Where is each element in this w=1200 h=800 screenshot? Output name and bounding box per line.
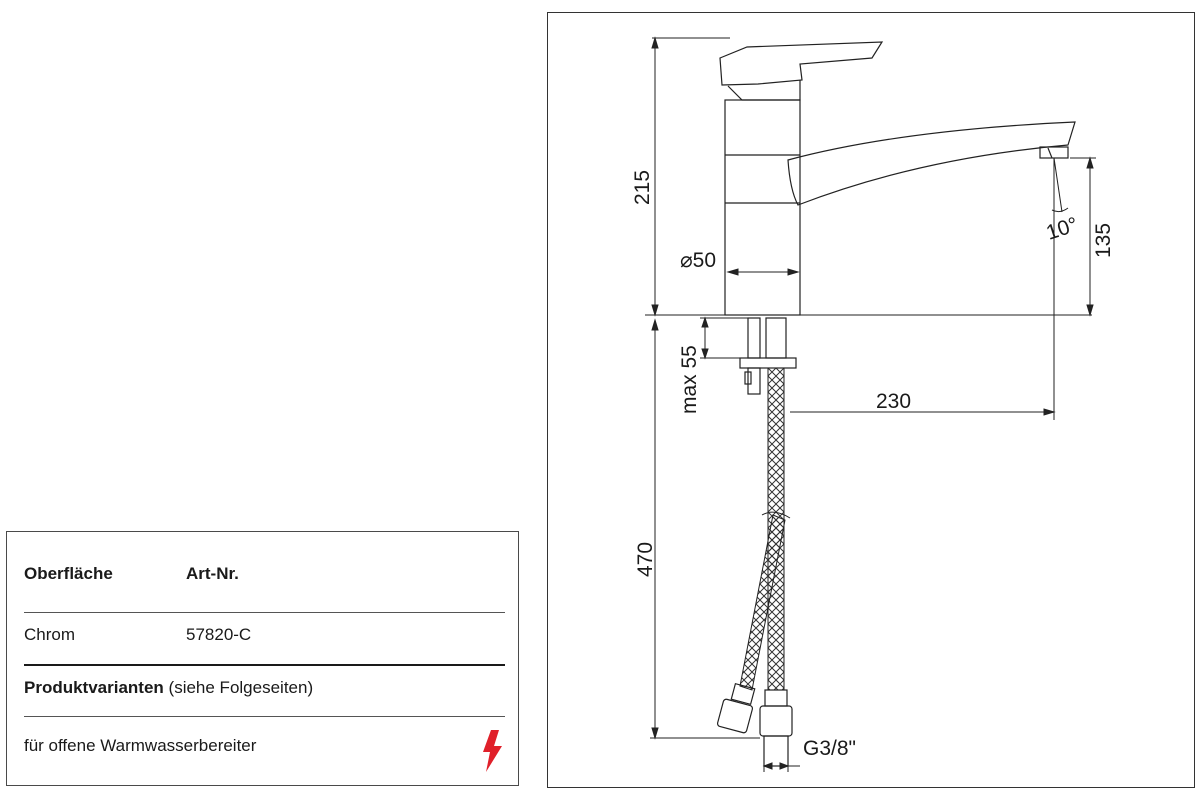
article-number-header: Art-Nr. xyxy=(186,564,239,583)
divider xyxy=(24,664,505,666)
dim-spout-reach-label: 230 xyxy=(876,390,911,413)
article-number-value: 57820-C xyxy=(186,625,252,644)
dim-hose-length-label: 470 xyxy=(634,542,657,577)
faucet-technical-drawing: 215 ⌀50 135 10° max 55 230 470 G3/8" xyxy=(631,36,1115,772)
feature-row: für offene Warmwasserbereiter xyxy=(24,736,505,756)
dim-thread-label: G3/8" xyxy=(803,737,856,760)
lightning-icon xyxy=(483,730,502,772)
product-variants-row: Produktvarianten (siehe Folgeseiten) xyxy=(24,678,505,698)
dim-max-thickness-label: max 55 xyxy=(678,345,701,414)
feature-text: für offene Warmwasserbereiter xyxy=(24,736,257,755)
dimension-lines xyxy=(645,36,1096,772)
variants-label: Produktvarianten xyxy=(24,678,164,697)
dim-spout-height-label: 135 xyxy=(1092,223,1115,258)
surface-value: Chrom xyxy=(24,625,76,644)
divider xyxy=(24,716,505,717)
dim-height-total-label: 215 xyxy=(631,170,654,205)
technical-drawing-frame xyxy=(547,12,1195,788)
supply-hoses xyxy=(716,367,793,767)
dim-spout-angle-label: 10° xyxy=(1043,213,1080,245)
dim-body-diameter-label: ⌀50 xyxy=(680,249,716,272)
faucet-outline xyxy=(719,41,1076,316)
product-info-table: Oberfläche Art-Nr. Chrom 57820-C Produkt… xyxy=(6,531,519,786)
variants-note: (siehe Folgeseiten) xyxy=(163,678,314,697)
divider xyxy=(24,612,505,613)
surface-header: Oberfläche xyxy=(24,564,113,583)
